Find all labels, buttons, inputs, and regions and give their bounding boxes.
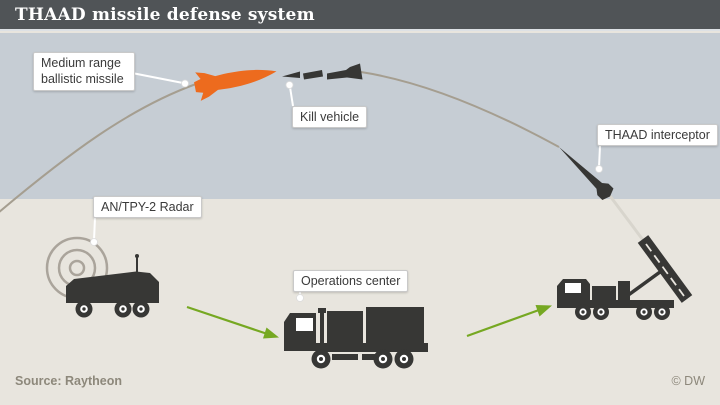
connector-dot-operations [296,294,304,302]
label-kill-vehicle: Kill vehicle [292,106,368,129]
arrow-ops-to-launcher [466,308,540,338]
connector-radar [93,217,96,241]
label-interceptor: THAAD interceptor [597,124,718,147]
connector-dot-interceptor [595,165,603,173]
title-bar: THAAD missile defense system [0,0,720,31]
trajectory-arc-incoming [0,83,197,213]
connector-dot-radar [90,238,98,246]
dw-credit: © DW [671,374,705,388]
connector-interceptor [598,145,601,168]
kill-vehicle-icon [282,63,363,80]
arrowhead-ops-to-launcher [535,305,552,317]
connector-dot-mrbm [181,79,189,88]
connector-mrbm [131,72,184,84]
radar-vehicle-icon [66,254,159,318]
source-credit: Source: Raytheon [15,374,122,388]
label-operations: Operations center [293,270,409,293]
connector-dot-kill-vehicle [285,81,294,89]
launcher-truck-icon [557,235,693,320]
arrow-radar-to-ops [186,305,267,335]
label-radar: AN/TPY-2 Radar [93,196,202,219]
operations-truck-icon [284,307,428,369]
connector-kill-vehicle [289,86,294,107]
thaad-interceptor-icon [559,147,645,241]
label-mrbm: Medium range ballistic missile [33,52,135,91]
page-title: THAAD missile defense system [15,4,315,25]
trajectory-arc-interceptor [360,71,560,148]
mrbm-missile-icon [194,69,277,101]
arrowhead-radar-to-ops [263,327,279,339]
